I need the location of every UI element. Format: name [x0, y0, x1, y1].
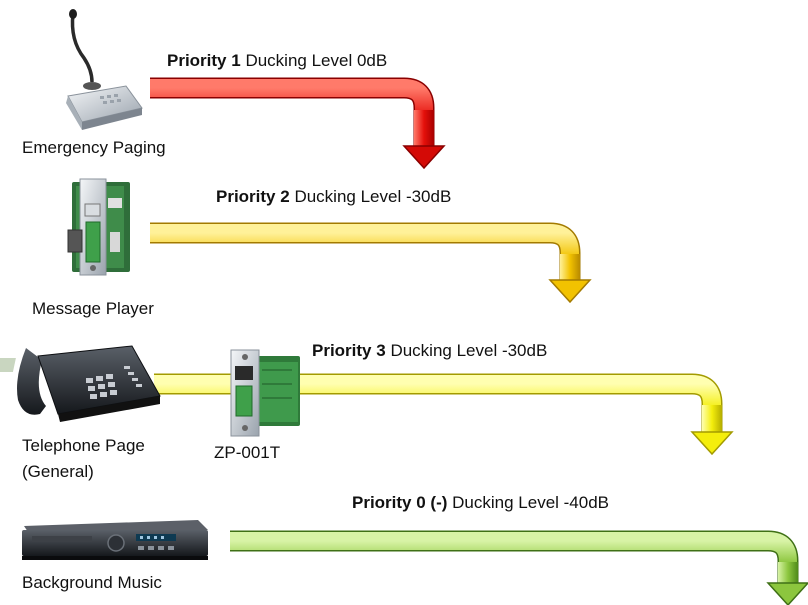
priority-0-level: Priority 0 (-): [352, 493, 448, 512]
source-label-background-music: Background Music: [22, 573, 162, 592]
module-label-zp-001t: ZP-001T: [214, 443, 281, 462]
paging-microphone-icon: [66, 9, 143, 130]
priority-3-level: Priority 3: [312, 341, 386, 360]
priority-1-ducking: Ducking Level 0dB: [245, 51, 388, 70]
priority-2-label: Priority 2 Ducking Level -30dB: [216, 186, 451, 208]
priority-0-label: Priority 0 (-) Ducking Level -40dB: [352, 492, 609, 514]
priority-3-arrow: [154, 373, 734, 456]
priority-3-ducking: Ducking Level -30dB: [390, 341, 548, 360]
message-player-module-icon: [67, 178, 130, 276]
source-label-telephone-page: Telephone Page: [22, 436, 145, 455]
priority-2-level: Priority 2: [216, 187, 290, 206]
source-label-message-player: Message Player: [32, 299, 154, 318]
priority-1-level: Priority 1: [167, 51, 241, 70]
telephone-icon: [0, 345, 161, 422]
priority-1-label: Priority 1 Ducking Level 0dB: [167, 50, 387, 72]
source-label-emergency-paging: Emergency Paging: [22, 138, 166, 157]
priority-0-arrow: [230, 530, 808, 605]
priority-2-ducking: Ducking Level -30dB: [294, 187, 452, 206]
zp-001t-module-icon: [230, 349, 300, 437]
source-label-telephone-page-general: (General): [22, 462, 94, 481]
priority-0-ducking: Ducking Level -40dB: [452, 493, 610, 512]
music-player-icon: [22, 520, 208, 560]
priority-1-arrow: [150, 77, 446, 170]
priority-3-label: Priority 3 Ducking Level -30dB: [312, 340, 547, 362]
priority-2-arrow: [150, 222, 592, 304]
